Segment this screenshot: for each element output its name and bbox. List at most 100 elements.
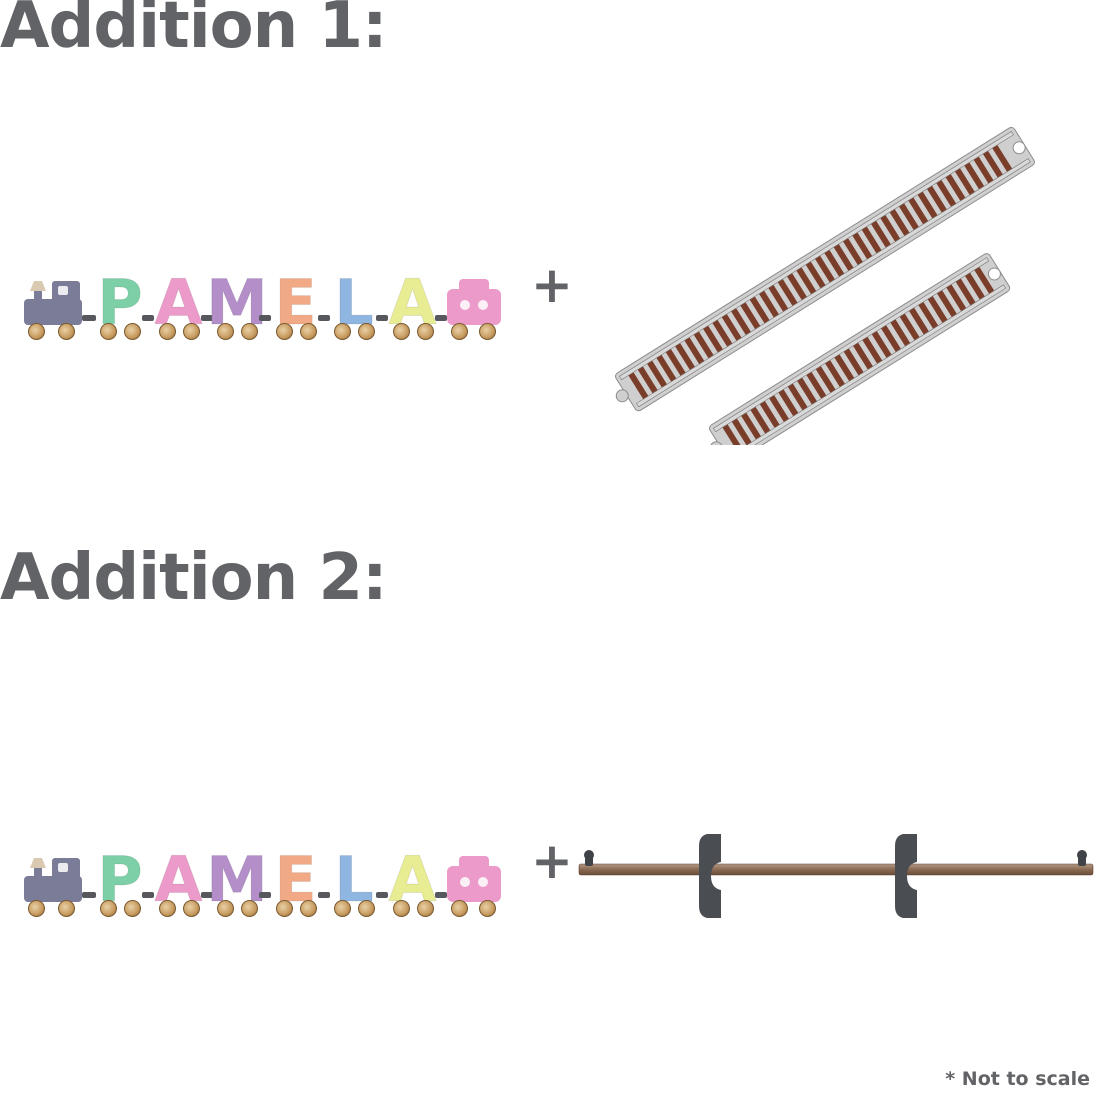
- train-wheel: [100, 323, 117, 340]
- train-wheel: [334, 323, 351, 340]
- train-coupler: [82, 315, 96, 321]
- train-letter: M: [206, 843, 269, 916]
- track-tie: [831, 240, 856, 275]
- train-wheel: [217, 323, 234, 340]
- train-wheel: [158, 323, 176, 340]
- track-tie: [925, 292, 950, 327]
- track-tie: [626, 368, 651, 403]
- track-tie: [794, 263, 819, 298]
- track-tie: [803, 258, 828, 292]
- track-rail: [636, 158, 1031, 408]
- train-engine: [22, 852, 84, 922]
- train-letter: P: [97, 843, 143, 916]
- track-tie: [710, 316, 735, 351]
- train-wheel: [416, 900, 434, 917]
- track-tie: [832, 350, 857, 385]
- track-tie: [850, 339, 876, 373]
- shelf-bracket-left: [699, 834, 721, 918]
- track-tie: [756, 287, 782, 321]
- track-tie: [934, 286, 960, 321]
- track-tie: [850, 228, 875, 263]
- train-coupler: [317, 892, 330, 898]
- track-tie: [776, 385, 801, 420]
- track-tie: [840, 234, 866, 269]
- track-tie: [990, 141, 1015, 176]
- track-tie: [897, 310, 922, 344]
- track-tie: [887, 205, 912, 240]
- track-rail: [619, 131, 1014, 381]
- track-connector-peg: [615, 389, 629, 403]
- track-tie: [878, 211, 903, 246]
- track-tie: [896, 199, 921, 234]
- train-wheel: [28, 900, 45, 917]
- train-wheel: [299, 900, 317, 917]
- track-tie: [868, 217, 894, 252]
- train-letter: A: [154, 266, 203, 339]
- track-tie: [729, 415, 754, 445]
- train-wheel: [241, 323, 258, 340]
- track-connector-slot: [987, 267, 1001, 281]
- train-letter: E: [274, 843, 317, 916]
- train-letter: E: [274, 266, 317, 339]
- train-wheel: [299, 323, 317, 340]
- track-tie: [869, 327, 894, 362]
- track-tie: [728, 304, 754, 339]
- track-tie: [934, 176, 959, 211]
- train-wheel: [275, 900, 293, 917]
- train-coupler: [434, 315, 447, 321]
- track-tie: [766, 391, 792, 426]
- train-wheel: [392, 323, 410, 340]
- shelf-end-peg-right: [1077, 850, 1087, 866]
- train-letter-car: M: [206, 271, 269, 345]
- train-engine: [22, 275, 84, 345]
- track-tie: [738, 409, 764, 443]
- track-tie: [813, 362, 838, 397]
- track-tie: [794, 374, 820, 408]
- track-tie: [784, 269, 810, 304]
- train-letter: L: [334, 843, 375, 916]
- train-wheel: [58, 900, 75, 917]
- track-tie: [748, 403, 773, 438]
- track-tie: [906, 193, 931, 228]
- track-tie: [654, 351, 679, 386]
- train-wheel: [358, 323, 375, 340]
- track-tie: [720, 420, 745, 445]
- track-tie: [663, 345, 688, 380]
- track-tie: [757, 397, 782, 432]
- track-tie: [672, 339, 698, 374]
- track-tie: [860, 333, 885, 368]
- train-wheel: [451, 900, 468, 917]
- train-wheel: [451, 323, 468, 340]
- addition-1-heading: Addition 1:: [0, 0, 388, 63]
- track-tie: [915, 188, 940, 222]
- track-tie: [972, 263, 997, 298]
- train-coupler: [142, 315, 154, 321]
- plus-sign: +: [531, 832, 573, 890]
- train-wheel: [182, 323, 200, 340]
- track-tie: [841, 345, 866, 379]
- train-wheel: [479, 323, 496, 340]
- train-wheel: [124, 323, 141, 340]
- track-tie: [953, 275, 978, 309]
- train-wheel: [392, 900, 410, 917]
- track-tie: [906, 304, 932, 338]
- train-wheel: [416, 323, 434, 340]
- track-tie: [635, 363, 660, 397]
- track-tie: [804, 368, 829, 403]
- train-letter-car: M: [206, 848, 269, 922]
- track-tie: [980, 147, 1005, 182]
- train-wheel: [479, 900, 496, 917]
- train-wheel: [358, 900, 375, 917]
- track-tie: [878, 321, 904, 356]
- track-tie: [943, 170, 968, 205]
- track-tie: [785, 380, 810, 414]
- train-wheel: [100, 900, 117, 917]
- not-to-scale-note: * Not to scale: [945, 1068, 1090, 1090]
- track-tie: [644, 357, 670, 391]
- track-tie: [962, 269, 988, 304]
- train-coupler: [434, 892, 447, 898]
- train-wheel: [158, 900, 176, 917]
- train-wheel: [275, 323, 293, 340]
- track-tie: [952, 164, 977, 199]
